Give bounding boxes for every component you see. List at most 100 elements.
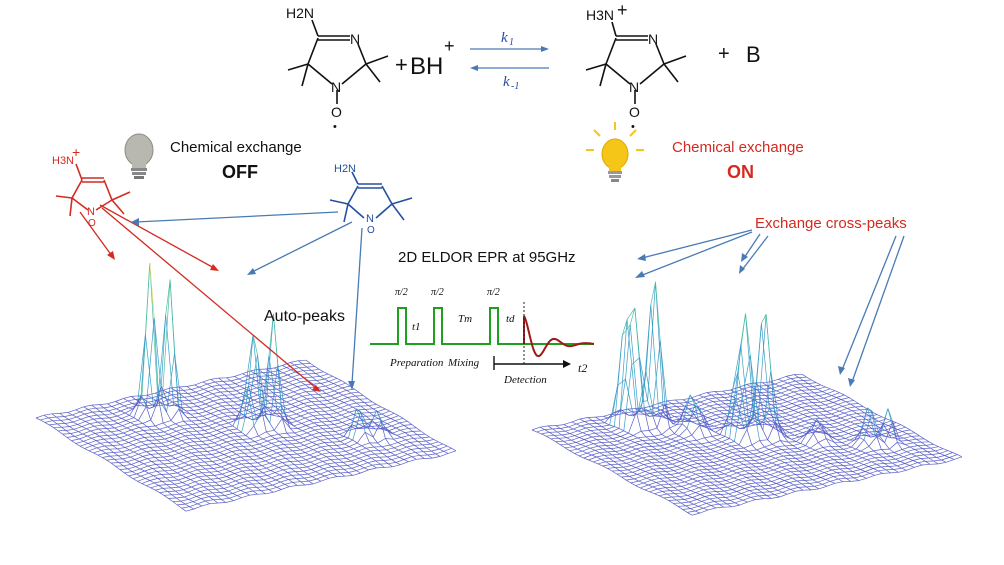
- mesh-line: [88, 414, 97, 417]
- mesh-line: [374, 453, 380, 458]
- mesh-line: [713, 477, 722, 480]
- mesh-line: [708, 475, 714, 480]
- mesh-line: [263, 442, 272, 447]
- mesh-line: [358, 392, 364, 396]
- mesh-line: [113, 451, 122, 453]
- mesh-line: [796, 420, 805, 425]
- mesh-line: [304, 444, 309, 448]
- mesh-line: [242, 438, 251, 440]
- mesh-line: [924, 438, 930, 443]
- mesh-line: [821, 408, 827, 412]
- mesh-line: [320, 438, 329, 441]
- mesh-line: [753, 452, 762, 455]
- mesh-line: [144, 436, 153, 438]
- mesh-line: [818, 411, 824, 416]
- mesh-line: [653, 468, 659, 473]
- mesh-line: [790, 470, 799, 473]
- mesh-line: [626, 307, 636, 320]
- mesh-line: [259, 409, 264, 413]
- mesh-line: [579, 417, 588, 420]
- mesh-line: [392, 429, 401, 434]
- mesh-line: [713, 444, 719, 448]
- mesh-line: [691, 434, 697, 441]
- mesh-line: [877, 470, 883, 474]
- mesh-line: [267, 406, 276, 408]
- mesh-line: [270, 435, 276, 439]
- mesh-line: [827, 467, 833, 471]
- mesh-line: [811, 472, 817, 476]
- mesh-line: [786, 452, 792, 456]
- mesh-line: [417, 433, 426, 435]
- mesh-line: [575, 439, 585, 443]
- mesh-line: [674, 433, 680, 437]
- mesh-line: [135, 430, 144, 433]
- mesh-line: [305, 425, 311, 429]
- mesh-line: [186, 417, 192, 422]
- mesh-line: [335, 405, 341, 409]
- mesh-line: [174, 483, 180, 488]
- mesh-line: [101, 418, 106, 422]
- mesh-line: [639, 411, 645, 415]
- mesh-line: [435, 453, 441, 457]
- mesh-line: [759, 439, 768, 441]
- mesh-line: [897, 429, 903, 432]
- mesh-line: [395, 459, 405, 463]
- mesh-line: [290, 436, 296, 441]
- mesh-line: [146, 451, 151, 455]
- mesh-line: [756, 381, 765, 419]
- mesh-line: [264, 386, 270, 390]
- mesh-line: [84, 411, 93, 415]
- mesh-line: [297, 384, 306, 387]
- mesh-line: [689, 446, 698, 449]
- mesh-line: [560, 428, 566, 432]
- mesh-line: [134, 423, 143, 426]
- mesh-line: [836, 394, 845, 398]
- mesh-line: [363, 395, 369, 400]
- mesh-line: [686, 450, 695, 453]
- mesh-line: [749, 457, 755, 461]
- mesh-line: [866, 418, 875, 420]
- mesh-line: [307, 471, 316, 475]
- mesh-line: [222, 444, 232, 448]
- mesh-line: [321, 452, 330, 455]
- mesh-line: [59, 413, 65, 417]
- mesh-line: [790, 378, 796, 382]
- mesh-line: [267, 374, 276, 377]
- mesh-line: [669, 427, 675, 434]
- mesh-line: [251, 483, 257, 488]
- mesh-line: [211, 384, 220, 387]
- mesh-line: [309, 451, 318, 456]
- mesh-line: [773, 469, 779, 473]
- mesh-line: [149, 480, 155, 484]
- mesh-line: [288, 478, 297, 480]
- mesh-line: [603, 432, 609, 437]
- mesh-line: [711, 453, 720, 457]
- mesh-line: [704, 401, 713, 405]
- mesh-line: [810, 412, 816, 416]
- mesh-line: [271, 378, 277, 383]
- mesh-line: [953, 456, 963, 460]
- mesh-line: [150, 485, 159, 489]
- mesh-line: [319, 432, 324, 436]
- mesh-line: [103, 407, 109, 412]
- mesh-line: [648, 430, 655, 437]
- mesh-line: [286, 464, 295, 466]
- mesh-line: [645, 452, 654, 454]
- mesh-line: [867, 407, 873, 412]
- mesh-line: [635, 448, 641, 452]
- mesh-line: [279, 409, 285, 414]
- mesh-line: [776, 390, 782, 394]
- mesh-line: [402, 449, 412, 453]
- mesh-line: [621, 442, 627, 446]
- mesh-line: [373, 406, 382, 410]
- mesh-line: [848, 430, 857, 434]
- mesh-line: [343, 436, 349, 439]
- mesh-line: [183, 396, 189, 401]
- mesh-line: [740, 466, 749, 469]
- mesh-line: [718, 461, 727, 466]
- mesh-line: [700, 494, 706, 497]
- mesh-line: [229, 460, 238, 465]
- mesh-line: [396, 434, 402, 438]
- mesh-line: [769, 398, 775, 402]
- mesh-line: [322, 397, 328, 401]
